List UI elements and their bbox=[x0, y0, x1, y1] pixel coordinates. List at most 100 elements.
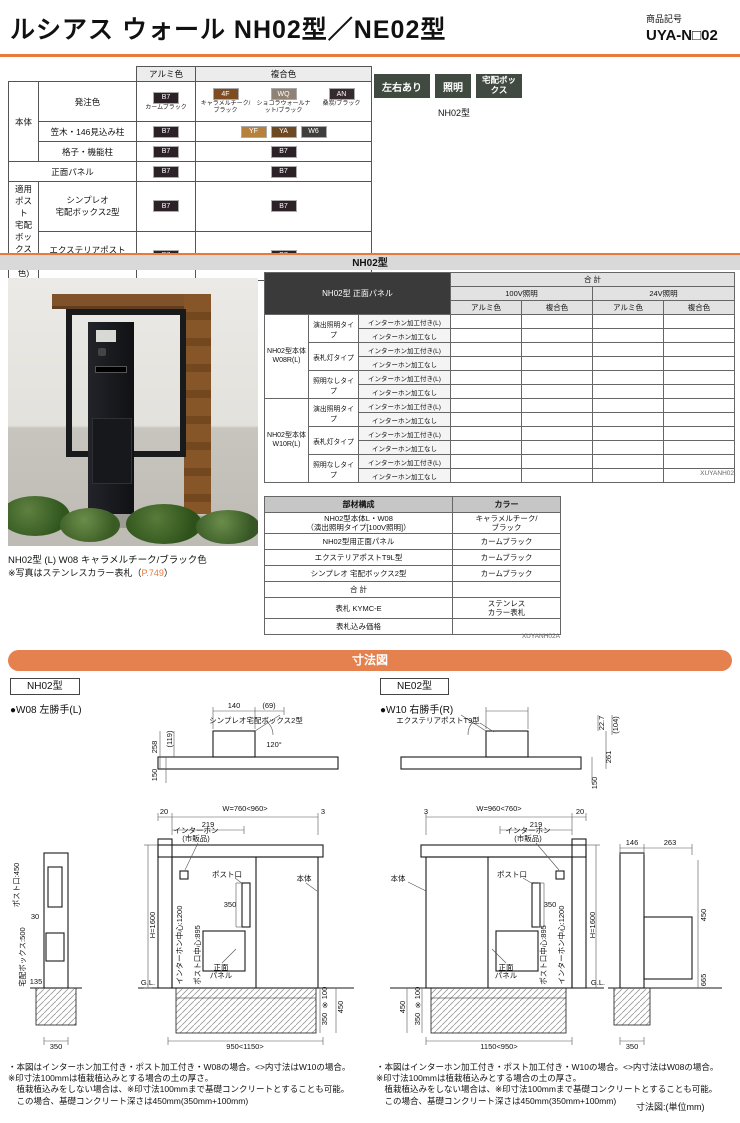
cell bbox=[592, 342, 664, 357]
dimension-label: 350 bbox=[625, 1042, 639, 1052]
section-label: NH02型 bbox=[352, 258, 388, 269]
color-chip: W6 bbox=[300, 125, 327, 138]
photo-intercom bbox=[98, 348, 106, 356]
cell: B7 bbox=[136, 121, 196, 142]
cell: B7 bbox=[136, 161, 196, 182]
cell bbox=[450, 454, 522, 469]
cell bbox=[450, 412, 522, 427]
product-photo bbox=[8, 278, 258, 546]
cell bbox=[521, 356, 593, 371]
cell: インターホン加工付き(L) bbox=[358, 454, 451, 469]
cell bbox=[521, 370, 593, 385]
variant-label-w08: ●W08 左勝手(L) bbox=[10, 705, 82, 716]
dimension-label: インターホン中心:1200 bbox=[557, 905, 567, 985]
cell: 笠木・146見込み柱 bbox=[38, 121, 137, 142]
cell bbox=[662, 468, 736, 483]
note-line: ・本図はインターホン加工付き・ポスト加工付き・W08の場合。<>内寸法はW10の… bbox=[8, 1062, 351, 1072]
cell: インターホン加工付き(L) bbox=[358, 314, 451, 329]
cell: インターホン加工なし bbox=[358, 356, 451, 371]
cell bbox=[592, 384, 664, 399]
dimension-label: 20 bbox=[159, 807, 169, 817]
cell bbox=[592, 356, 664, 371]
dimension-label: H=1600 bbox=[588, 911, 598, 939]
cell: NH02型本体L・W08（演出照明タイプ[100V照明]） bbox=[264, 512, 453, 534]
cell bbox=[521, 426, 593, 441]
dimension-label: ※ bbox=[321, 1001, 329, 1011]
table-code: XUYANH02A bbox=[521, 633, 560, 640]
cell: 表札灯タイプ bbox=[308, 342, 359, 371]
cell: YF bbox=[240, 125, 267, 138]
dimension-label: 450 bbox=[398, 1000, 408, 1014]
cell bbox=[450, 384, 522, 399]
note-line: ※印寸法100mmは植栽植込みとする場合の土の厚さ。 bbox=[8, 1073, 214, 1084]
cell: 100V照明 bbox=[450, 286, 593, 301]
dimension-label: 正面パネル bbox=[494, 963, 518, 980]
cell: 部材構成 bbox=[264, 496, 453, 513]
cell: 合 計 bbox=[264, 581, 453, 598]
cell bbox=[450, 426, 522, 441]
subcaption-text: ※写真はステンレスカラー表札（ bbox=[8, 568, 142, 578]
cell bbox=[662, 426, 736, 441]
cell bbox=[450, 398, 522, 413]
header-divider bbox=[0, 54, 740, 57]
cell bbox=[592, 314, 664, 329]
dimension-label: ポスト口中心:895 bbox=[539, 925, 549, 985]
color-chip: B7 bbox=[270, 200, 297, 213]
feature-model-label: NH02型 bbox=[437, 108, 470, 118]
dimension-label: 20 bbox=[575, 807, 585, 817]
cell: インターホン加工付き(L) bbox=[358, 342, 451, 357]
cell: B7 bbox=[195, 141, 372, 162]
cell: 本体 bbox=[8, 81, 39, 162]
cell: アルミ色 bbox=[136, 66, 196, 82]
cell: 複合色 bbox=[521, 300, 593, 315]
cell: B7 bbox=[136, 181, 196, 232]
dimension-label: 350 bbox=[49, 1042, 63, 1052]
cell bbox=[521, 342, 593, 357]
dimension-label: 正面パネル bbox=[209, 963, 233, 980]
cell bbox=[592, 412, 664, 427]
note-line: この場合、基礎コンクリート深さは450mm(350mm+100mm) bbox=[376, 1095, 617, 1106]
cell: 正面パネル bbox=[8, 161, 137, 182]
dimension-label: 宅配ボックス:500 bbox=[18, 927, 28, 987]
cell: B7 bbox=[153, 125, 179, 138]
cell bbox=[662, 342, 736, 357]
dimension-label: エクステリアポストT9型 bbox=[396, 716, 480, 726]
model-box-nh02: NH02型 bbox=[10, 678, 80, 695]
note-line: ・本図はインターホン加工付き・ポスト加工付き・W10の場合。<>内寸法はW08の… bbox=[376, 1062, 719, 1072]
dimension-label: インターホン(市販品) bbox=[505, 826, 551, 843]
note-line: 植栽植込みをしない場合は、※印寸法100mmまで基礎コンクリートとすることも可能… bbox=[376, 1084, 718, 1095]
dimension-label: 950<1150> bbox=[226, 1042, 264, 1052]
dimension-label: 22.7 bbox=[597, 715, 607, 731]
cell: 発注色 bbox=[38, 81, 137, 122]
cell bbox=[521, 454, 593, 469]
dimension-label: 350 bbox=[413, 1012, 423, 1026]
cell: 24V照明 bbox=[591, 286, 736, 301]
dimension-label: W=760<960> bbox=[222, 804, 268, 814]
cell: NH02型本体 W08R(L) bbox=[264, 314, 309, 399]
subcaption-close: ） bbox=[163, 568, 173, 578]
cell bbox=[450, 314, 522, 329]
cell: インターホン加工付き(L) bbox=[358, 426, 451, 441]
cell: インターホン加工付き(L) bbox=[358, 398, 451, 413]
dimension-label: 263 bbox=[663, 838, 677, 848]
photo-plant bbox=[126, 504, 202, 544]
cell: アルミ色 bbox=[592, 300, 664, 315]
cell: 表札 KYMC-E bbox=[264, 597, 453, 619]
notes-nh02: ・本図はインターホン加工付き・ポスト加工付き・W08の場合。<>内寸法はW10の… bbox=[8, 1062, 370, 1107]
cell: 照明なしタイプ bbox=[308, 454, 359, 483]
dimension-label: 450 bbox=[336, 1000, 346, 1014]
cell: B7 bbox=[270, 165, 297, 178]
cell: インターホン加工なし bbox=[358, 468, 451, 483]
dimension-label: G.L. bbox=[590, 978, 606, 988]
cell: カームブラック bbox=[452, 533, 561, 550]
unit-note: 寸法図:(単位mm) bbox=[636, 1102, 705, 1112]
